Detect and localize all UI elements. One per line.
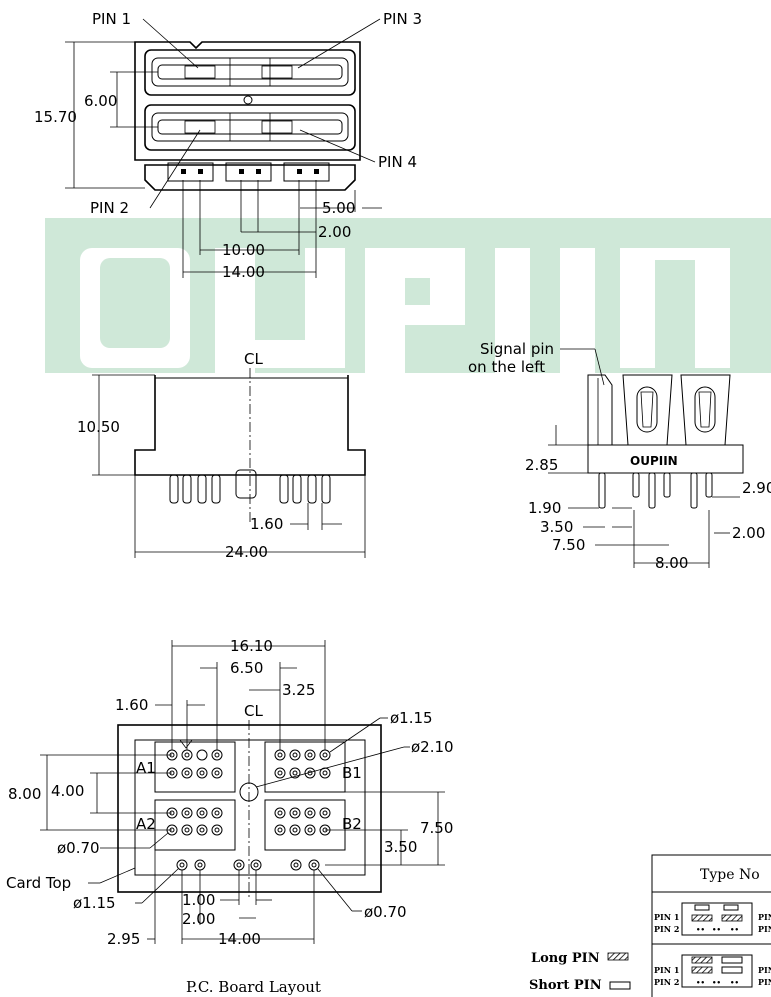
dim-pin-pitch: 1.60 [250,515,283,533]
label-b1: B1 [342,764,362,782]
pads-signal [176,859,320,871]
row2-pin1: PIN 1 [654,965,679,975]
label-a2: A2 [136,815,156,833]
side-view: Signal pin on the left OUPIIN 2.85 1.90 [468,340,771,572]
dim-1610: 16.10 [230,637,273,655]
dim-14: 14.00 [222,263,265,281]
row1-pin4: PIN [758,924,771,934]
dim-800-side: 8.00 [655,554,688,572]
svg-text:••: •• [696,926,705,934]
legend-long-pin-label: Long PIN [531,951,600,966]
signal-pin-label-2: on the left [468,358,545,376]
watermark-logo [45,218,771,373]
dim-190: 1.90 [528,499,561,517]
type-table: Type No •• •• •• PIN 1 PIN 2 PIN PIN •• … [651,854,771,997]
centerline-pcb: CL [244,702,263,720]
pads-b2 [274,807,331,836]
svg-text:••: •• [712,979,721,987]
row1-pin3: PIN [758,912,771,922]
top-view: PIN 1 PIN 3 PIN 2 PIN 4 15.70 6.00 5.00 … [34,10,422,281]
dim-200-pcb: 2.00 [182,910,215,928]
pin1-label: PIN 1 [92,10,131,28]
row1-pin1: PIN 1 [654,912,679,922]
row2-pin2: PIN 2 [654,977,679,987]
pcb-layout-title: P.C. Board Layout [186,978,321,996]
dim-width-front: 24.00 [225,543,268,561]
pin3-label: PIN 3 [383,10,422,28]
front-pins [169,469,331,504]
row1-pin2: PIN 2 [654,924,679,934]
dim-115-bottom: ø1.15 [73,894,116,912]
dim-115-top: ø1.15 [390,709,433,727]
dim-1400: 14.00 [218,930,261,948]
svg-text:••: •• [712,926,721,934]
row2-pin4: PIN [758,977,771,987]
dim-2: 2.00 [318,223,351,241]
card-top-label: Card Top [6,874,71,892]
label-a1: A1 [136,759,156,777]
dim-650: 6.50 [230,659,263,677]
dim-height-front: 10.50 [77,418,120,436]
pin4-label: PIN 4 [378,153,417,171]
dim-070-right: ø0.70 [364,903,407,921]
signal-pin-label-1: Signal pin [480,340,554,358]
dim-10: 10.00 [222,241,265,259]
pads-a2 [166,807,223,836]
pads-a1 [166,749,223,779]
dim-200-side: 2.00 [732,524,765,542]
legend-short-pin-label: Short PIN [529,978,602,993]
legend-long-pin-swatch [607,952,629,961]
pin2-label: PIN 2 [90,199,129,217]
dim-290: 2.90 [742,479,771,497]
svg-text:••: •• [730,926,739,934]
svg-text:••: •• [696,979,705,987]
dim-400: 4.00 [51,782,84,800]
dim-pitch-top: 6.00 [84,92,117,110]
row2-pin3: PIN [758,965,771,975]
dim-350: 3.50 [540,518,573,536]
dim-295: 2.95 [107,930,140,948]
legend-short-pin-swatch [609,981,631,990]
dim-100: 1.00 [182,891,215,909]
dim-800-pcb: 8.00 [8,785,41,803]
svg-text:••: •• [730,979,739,987]
dim-325: 3.25 [282,681,315,699]
pin-legend: Long PIN Short PIN [529,951,631,993]
dim-750: 7.50 [552,536,585,554]
pcb-layout: CL A1 B1 A2 B2 16.10 6.50 3.25 1.60 ø1.1… [6,637,454,996]
dim-070-left: ø0.70 [57,839,100,857]
label-b2: B2 [342,815,362,833]
dim-160: 1.60 [115,696,148,714]
pads-b1 [274,749,331,779]
side-logo: OUPIIN [630,454,678,468]
type-table-header: Type No [700,867,760,883]
dim-350-pcb: 3.50 [384,838,417,856]
front-view: CL 10.50 1.60 24.00 [77,350,366,561]
centerline-front: CL [244,350,263,368]
dim-750-pcb: 7.50 [420,819,453,837]
dim-5: 5.00 [322,199,355,217]
dim-height-top: 15.70 [34,108,77,126]
dim-210: ø2.10 [411,738,454,756]
dim-285: 2.85 [525,456,558,474]
